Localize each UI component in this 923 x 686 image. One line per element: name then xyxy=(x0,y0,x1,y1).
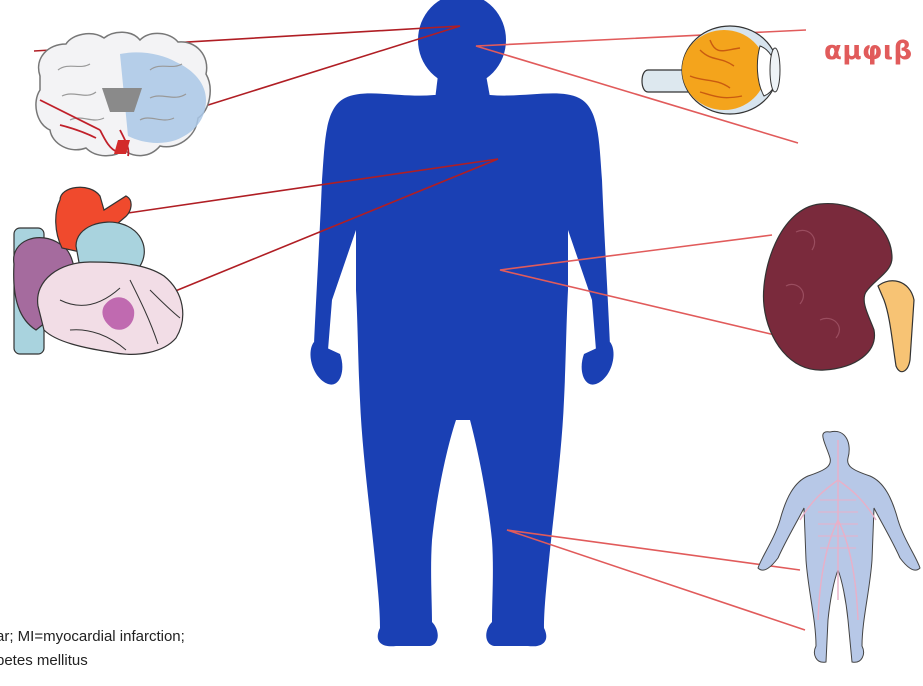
eye-complication-label: αμφιβ xyxy=(824,36,913,66)
human-body-icon xyxy=(310,0,613,646)
nervous-system-icon xyxy=(758,431,920,662)
footnote-abbreviations-line2: betes mellitus xyxy=(0,652,88,669)
nerve-connector xyxy=(507,530,805,630)
brain-icon xyxy=(36,32,210,156)
eye-icon xyxy=(642,26,780,114)
footnote-abbreviations-line1: ar; MI=myocardial infarction; xyxy=(0,628,185,645)
heart-icon xyxy=(14,187,183,354)
kidney-icon xyxy=(763,204,914,372)
